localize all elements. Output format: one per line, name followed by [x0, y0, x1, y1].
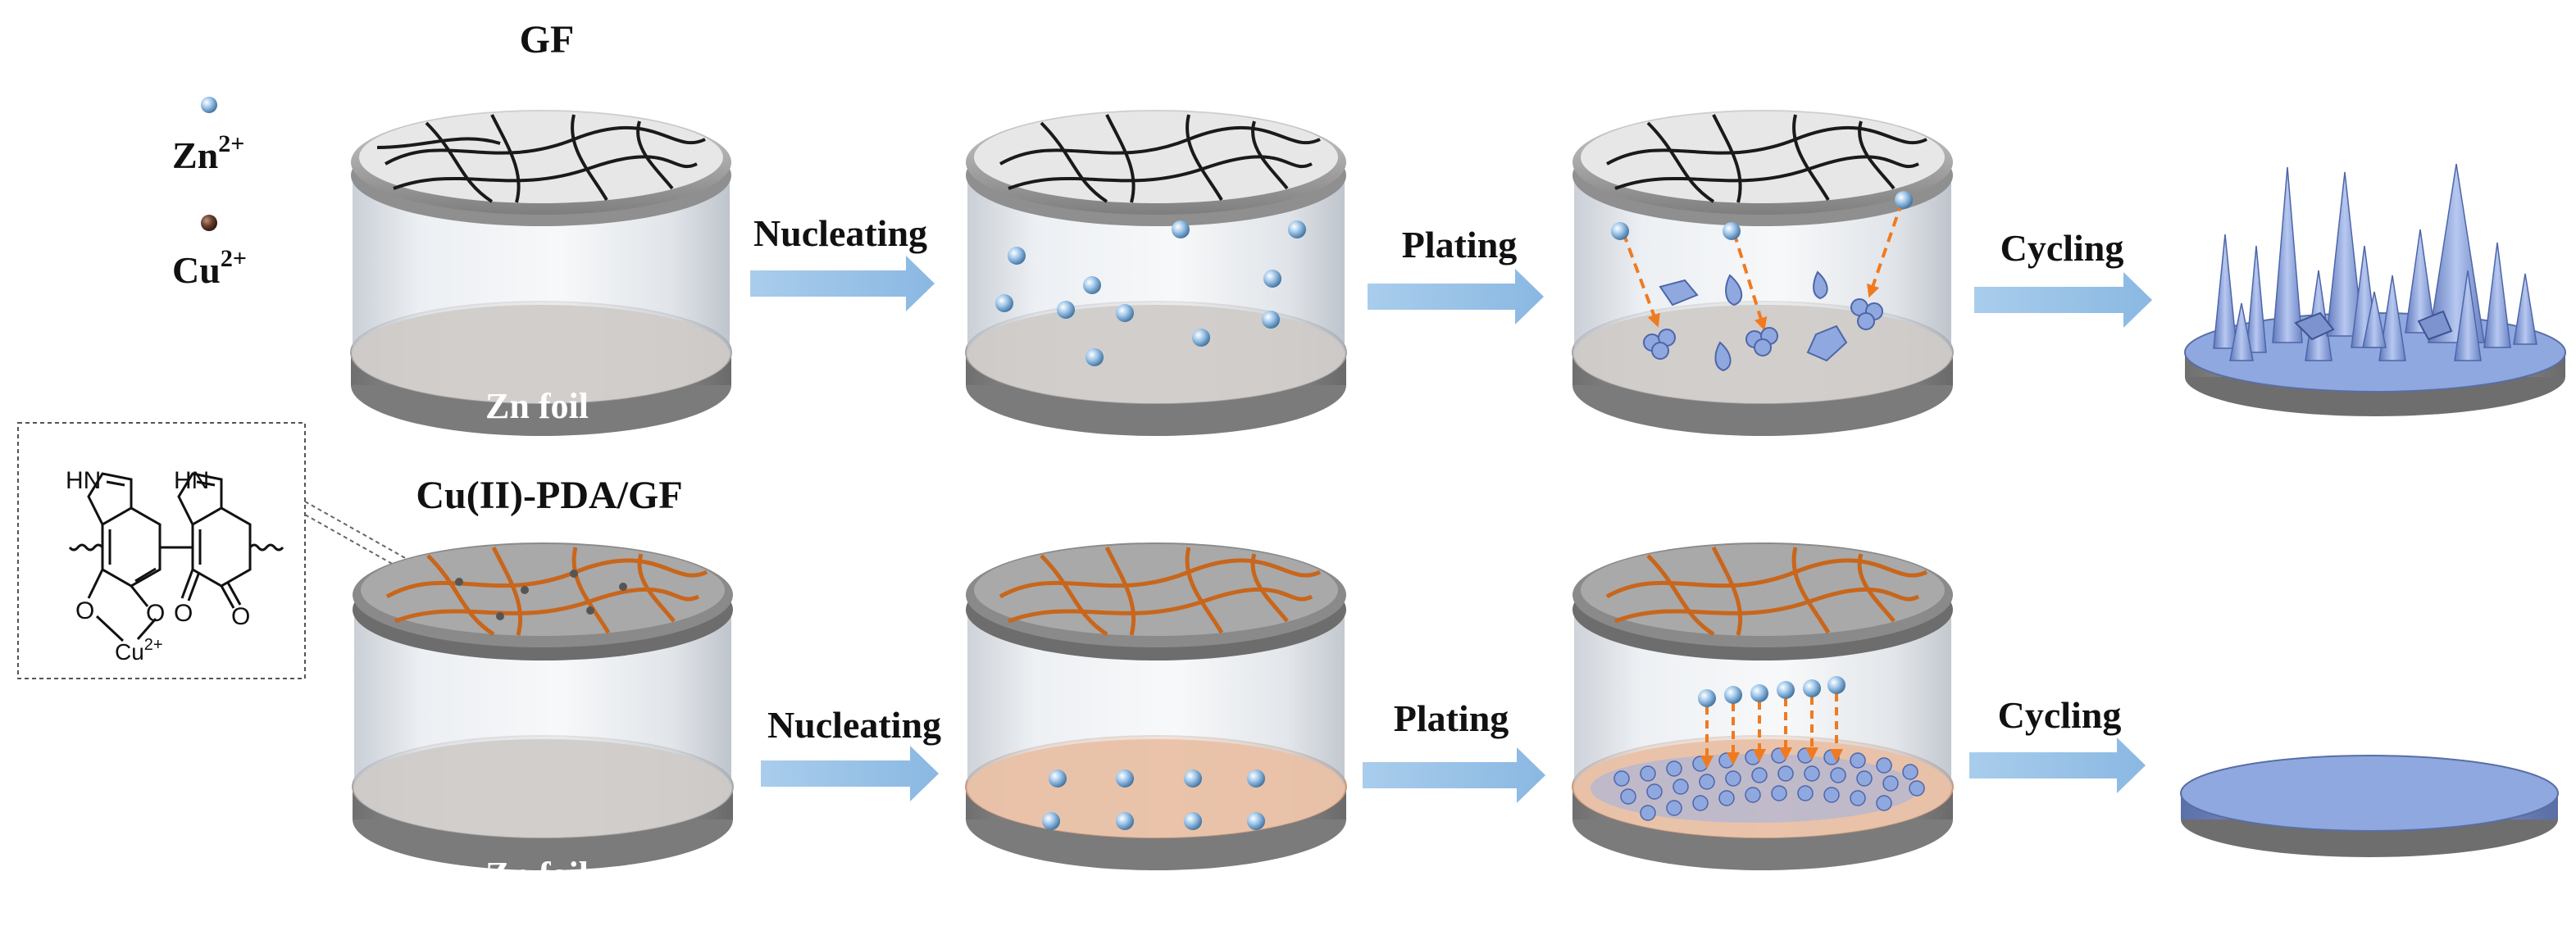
- bottom-row-title: Cu(II)-PDA/GF: [416, 474, 682, 517]
- structure-cu: Cu: [115, 639, 144, 665]
- top-arrow-1: Nucleating: [750, 212, 935, 311]
- bottom-cell-3: [1572, 542, 1954, 870]
- top-step-3-label: Cycling: [2000, 227, 2124, 269]
- bottom-cell-3-uniform-deposit: [1591, 747, 1925, 823]
- top-cell-3-deposits: [1643, 270, 1883, 372]
- top-cell-1-substrate: Zn foil: [485, 386, 589, 426]
- zn-ion-icon: [201, 97, 217, 113]
- bottom-cell-1-substrate: Zn foil: [485, 855, 589, 895]
- bottom-result-uniform-zn: [2180, 755, 2559, 857]
- top-cell-2: [965, 110, 1347, 436]
- top-cell-2-zn-ions: [995, 220, 1306, 366]
- top-cell-1: Zn foil: [350, 110, 732, 436]
- top-result-spikes: [2213, 163, 2537, 361]
- top-cell-1-fibers: [376, 114, 706, 203]
- top-cell-1-separator: [359, 111, 723, 203]
- legend: Zn2+ Cu2+: [172, 97, 247, 291]
- top-cell-3: [1572, 110, 1954, 436]
- bottom-cell-2-zn-ions: [1042, 769, 1265, 830]
- svg-text:Zn2+: Zn2+: [172, 130, 244, 176]
- structure-nh-right: HN: [174, 467, 209, 494]
- cu-ion-label: Cu: [172, 249, 221, 291]
- bottom-step-1-label: Nucleating: [767, 704, 941, 746]
- structure-o2: O: [146, 600, 165, 627]
- top-step-2-label: Plating: [1402, 224, 1518, 266]
- top-arrow-2: Plating: [1368, 224, 1544, 325]
- cu-ion-icon: [201, 215, 217, 231]
- bottom-cell-3-deposition-guides: [1700, 693, 1843, 769]
- bottom-row: Cu(II)-PDA/GF Zn foil: [352, 474, 2559, 895]
- zn-ion-label: Zn: [172, 134, 218, 176]
- structure-o1: O: [75, 597, 94, 624]
- top-result-dendritic-zn: [2184, 163, 2566, 416]
- bottom-cell-2: [965, 542, 1347, 870]
- top-row-title: GF: [520, 18, 575, 61]
- bottom-cell-1: Zn foil: [352, 542, 734, 895]
- structure-nh-left: HN: [66, 467, 101, 494]
- svg-text:Cu2+: Cu2+: [115, 636, 163, 665]
- bottom-arrow-3: Cycling: [1969, 694, 2146, 793]
- zn-ion-charge: 2+: [218, 130, 244, 157]
- bottom-cell-3-zn-ions: [1698, 676, 1846, 707]
- bottom-arrow-1: Nucleating: [761, 704, 941, 801]
- bottom-step-3-label: Cycling: [1998, 694, 2122, 736]
- structure-o4: O: [231, 603, 250, 630]
- top-row: GF Zn foil Nucleating: [350, 18, 2566, 436]
- top-step-1-label: Nucleating: [753, 212, 927, 254]
- bottom-arrow-2: Plating: [1363, 697, 1545, 803]
- structure-o3: O: [174, 600, 193, 627]
- pda-structure-inset: HN HN O O O O Cu2+: [17, 422, 470, 679]
- top-cell-3-zn-ions: [1611, 191, 1913, 240]
- svg-text:Cu2+: Cu2+: [172, 245, 247, 291]
- cu-ion-charge: 2+: [221, 245, 247, 272]
- bottom-step-2-label: Plating: [1394, 697, 1509, 739]
- structure-cu-charge: 2+: [144, 636, 163, 654]
- top-arrow-3: Cycling: [1974, 227, 2152, 328]
